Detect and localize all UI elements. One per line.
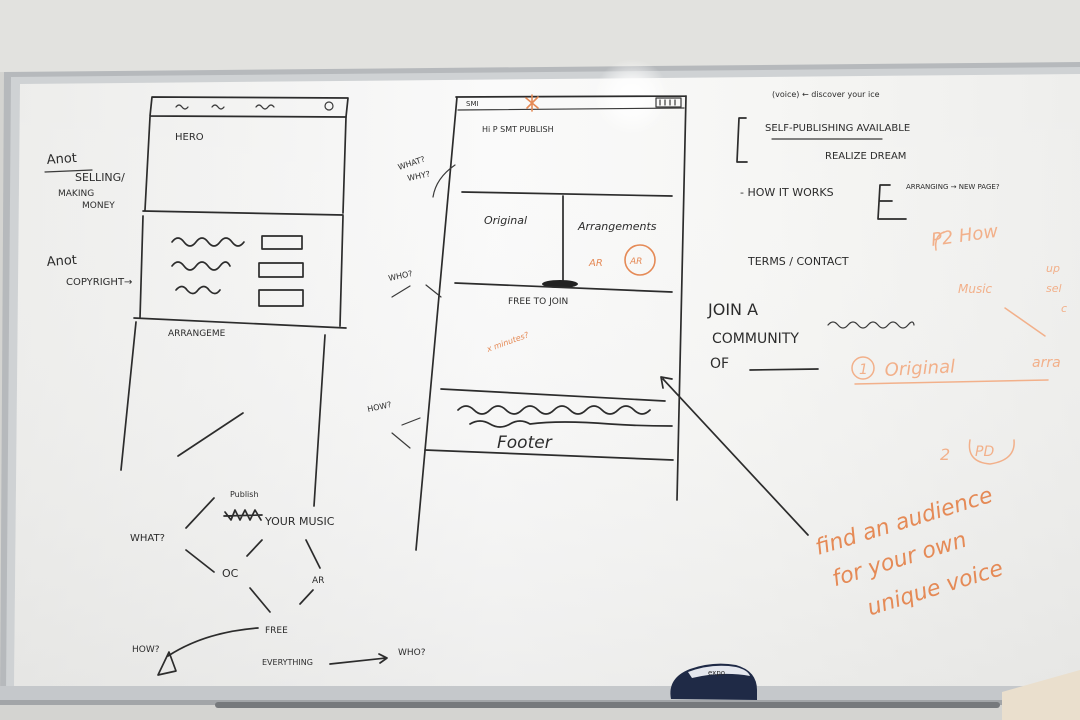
join-line-3: OF xyxy=(710,356,729,372)
note-selling: SELLING/ xyxy=(75,171,125,184)
mind-map-everything: EVERYTHING xyxy=(262,658,313,667)
mind-map-ar: AR xyxy=(312,576,324,586)
text-squiggle-2 xyxy=(171,261,231,271)
orange-c: c xyxy=(1061,302,1067,315)
phone-arrangements: Arrangements xyxy=(577,220,657,233)
mind-map-how-arrow xyxy=(167,627,259,657)
phone-orange-tag-2: AR xyxy=(629,257,642,267)
orange-pd: PD xyxy=(975,444,994,460)
button-sketch-3 xyxy=(258,289,304,307)
browser-tab-squiggles xyxy=(175,104,275,110)
phone-original: Original xyxy=(484,214,527,227)
mind-map-branches xyxy=(185,497,321,613)
mind-map: Publish YOUR MUSIC WHAT? OC AR FREE HOW?… xyxy=(130,490,426,676)
note-anot-1: Anot xyxy=(46,151,77,168)
join-line-1: JOIN A xyxy=(707,300,758,319)
terms-contact: TERMS / CONTACT xyxy=(747,255,849,268)
pin-marker xyxy=(542,280,578,288)
eraser-brand-label: expo xyxy=(708,669,725,677)
pointer-arrow xyxy=(660,376,809,536)
note-what-bracket xyxy=(432,164,456,198)
orange-pd-circle xyxy=(968,439,1015,465)
self-publishing: SELF-PUBLISHING AVAILABLE xyxy=(765,123,910,134)
mind-map-who: WHO? xyxy=(398,648,426,658)
text-squiggle-1 xyxy=(171,237,245,247)
note-money: MONEY xyxy=(82,201,115,211)
orange-arra: arra xyxy=(1032,355,1061,371)
orange-up: up xyxy=(1046,262,1060,275)
how-it-works: - HOW IT WORKS xyxy=(740,186,834,199)
arrangement-label: ARRANGEME xyxy=(168,329,226,339)
phone-footer: Footer xyxy=(497,433,553,453)
orange-connector xyxy=(1004,307,1046,337)
note-making: MAKING xyxy=(58,189,94,199)
asterisk-icon xyxy=(525,94,539,112)
phone-divider-2 xyxy=(454,282,673,293)
phone-wireframe: SMI Hi P SMT PUBLISH Original Arrangemen… xyxy=(415,94,687,551)
board-shade xyxy=(14,74,1080,688)
orange-circle xyxy=(624,244,656,276)
note-copyright: COPYRIGHT→ xyxy=(66,277,132,288)
phone-free-to-join: FREE TO JOIN xyxy=(508,297,568,307)
hero-section-frame xyxy=(142,116,347,216)
orange-sell: sel xyxy=(1046,282,1062,295)
join-blank-line xyxy=(749,368,819,371)
voice-note: (voice) ← discover your ice xyxy=(772,90,880,99)
mind-map-what: WHAT? xyxy=(130,533,165,544)
join-line-2: COMMUNITY xyxy=(712,331,799,347)
orange-p2-circle xyxy=(934,231,945,251)
browser-wireframe: HERO ARRANGEME xyxy=(120,96,349,507)
arrangement-section-frame xyxy=(120,321,326,507)
mind-map-who-arrow xyxy=(329,653,388,665)
orange-music: Music xyxy=(958,282,993,296)
note-who-marks xyxy=(391,284,442,298)
phone-greeting: Hi P SMT PUBLISH xyxy=(482,125,554,134)
marker-tray xyxy=(0,686,1080,701)
bracket-1 xyxy=(736,117,748,163)
battery-icon xyxy=(655,97,682,108)
button-sketch-2 xyxy=(258,262,304,278)
mind-map-how: HOW? xyxy=(132,645,160,655)
orange-underline xyxy=(854,379,1049,385)
button-sketch-1 xyxy=(261,235,303,250)
mind-map-free: FREE xyxy=(265,626,288,636)
bracket-2 xyxy=(877,184,907,220)
note-how-marks xyxy=(391,417,421,449)
phone-outline xyxy=(415,95,687,551)
text-squiggle-3 xyxy=(175,285,221,295)
orange-one: 1 xyxy=(859,362,868,378)
arranging-note: ARRANGING → NEW PAGE? xyxy=(906,183,1000,191)
note-strike xyxy=(44,169,93,173)
footer-squiggle xyxy=(457,405,673,428)
mind-map-publish: Publish xyxy=(230,490,259,499)
phone-divider-3 xyxy=(440,388,666,402)
left-margin-notes: Anot SELLING/ MAKING MONEY Anot COPYRIGH… xyxy=(44,151,132,288)
orange-original: Original xyxy=(884,356,955,381)
orange-number-circle-1 xyxy=(851,356,875,380)
crossed-out-word xyxy=(223,509,263,521)
right-notes: (voice) ← discover your ice SELF-PUBLISH… xyxy=(660,90,1000,536)
triangle-icon xyxy=(157,651,177,676)
realize-dream: REALIZE DREAM xyxy=(825,151,906,162)
join-squiggle xyxy=(827,321,915,329)
phone-divider-1 xyxy=(461,191,673,197)
wall-top xyxy=(0,0,1080,72)
note-anot-2: Anot xyxy=(46,253,77,270)
phone-status-bar-line xyxy=(457,107,685,111)
corner-object xyxy=(1002,670,1080,720)
hero-label: HERO xyxy=(175,132,204,143)
eraser: expo xyxy=(670,663,757,700)
mind-map-oc: OC xyxy=(222,567,239,580)
diagonal-stroke xyxy=(177,412,244,457)
orange-two: 2 xyxy=(940,445,950,464)
phone-orange-tag-1: AR xyxy=(588,258,603,269)
content-section-frame xyxy=(133,215,347,329)
phone-status-left: SMI xyxy=(466,100,479,108)
marker-tray-rail xyxy=(215,702,1000,708)
browser-menu-icon xyxy=(324,101,334,111)
mind-map-your-music: YOUR MUSIC xyxy=(264,515,335,528)
phone-bottom-line xyxy=(424,449,674,461)
